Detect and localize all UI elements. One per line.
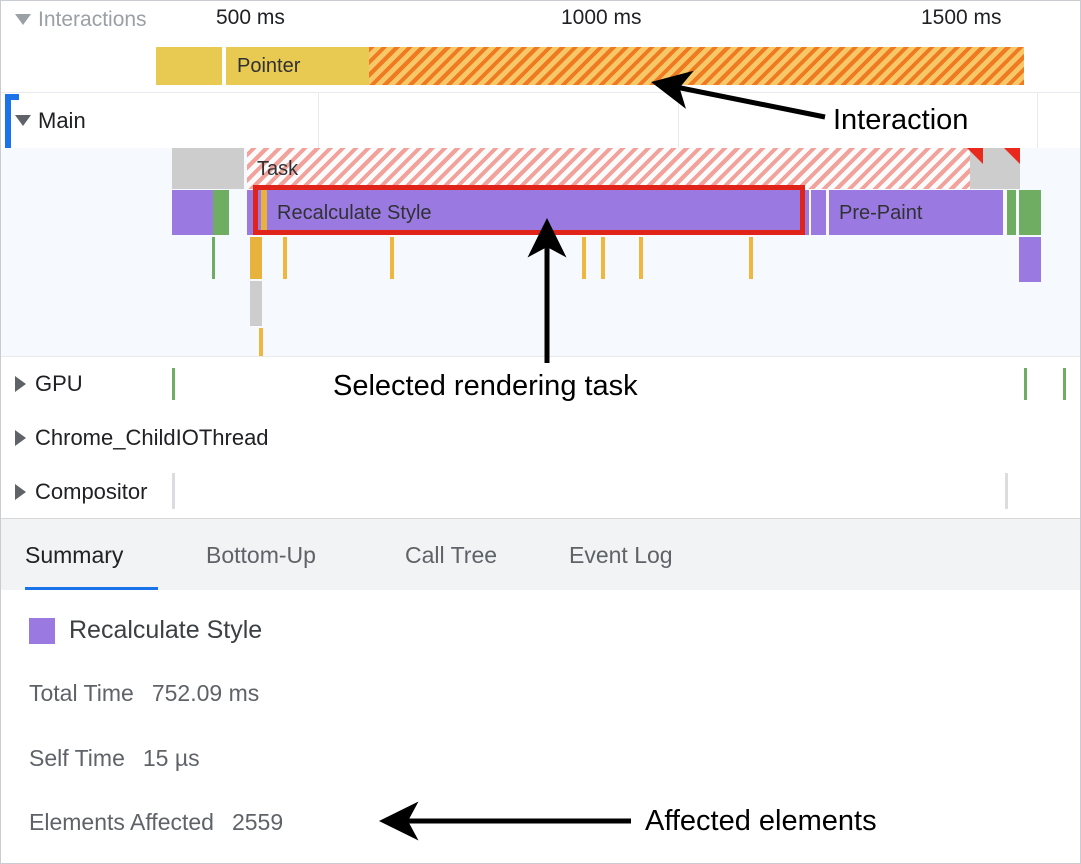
interactions-track[interactable]: Pointer	[1, 38, 1080, 93]
group-header-gpu[interactable]: GPU	[15, 357, 83, 411]
timeline-flamechart[interactable]: 500 ms 1000 ms 1500 ms Interactions Poin…	[1, 1, 1080, 517]
group-header-interactions[interactable]: Interactions	[1, 1, 211, 38]
flame-tick-orange-main[interactable]	[250, 237, 262, 279]
elements-affected-value: 2559	[231, 809, 284, 835]
tab-active-underline	[25, 587, 158, 591]
summary-event-title-row: Recalculate Style	[29, 616, 262, 645]
flame-block-pre-paint[interactable]: Pre-Paint	[829, 190, 1003, 235]
ruler-tick-500ms: 500 ms	[216, 6, 285, 29]
flame-tick-orange-6[interactable]	[749, 237, 753, 279]
compositor-mark-1	[172, 473, 175, 509]
flame-block-purple-3[interactable]	[811, 190, 826, 235]
group-label-gpu: GPU	[35, 371, 83, 396]
flame-block-pre-paint-label: Pre-Paint	[839, 201, 923, 224]
interaction-event-pointer-label: Pointer	[237, 55, 301, 77]
ruler-tick-1000ms: 1000 ms	[561, 6, 642, 29]
annotation-label-affected-elements: Affected elements	[645, 805, 877, 837]
gpu-mark-1	[172, 368, 175, 400]
tab-summary[interactable]: Summary	[25, 519, 158, 591]
flame-block-task[interactable]: Task	[247, 148, 1005, 189]
group-row-chrome-childiothread[interactable]: Chrome_ChildIOThread	[1, 411, 1080, 466]
ruler-tick-1500ms: 1500 ms	[921, 6, 1002, 29]
selected-event-highlight	[253, 185, 805, 235]
summary-details-pane: Recalculate Style Total Time 752.09 ms S…	[1, 590, 1080, 863]
annotation-label-interaction: Interaction	[833, 104, 969, 136]
interaction-event-pointer[interactable]: Pointer	[226, 47, 369, 85]
interaction-event-long[interactable]	[369, 47, 1024, 85]
elements-affected-key: Elements Affected	[29, 809, 214, 835]
flame-tick-orange-1[interactable]	[283, 237, 287, 279]
flame-block-orange-1[interactable]	[261, 190, 268, 235]
flame-block-grey-4[interactable]	[250, 281, 262, 326]
flame-block-purple-4[interactable]	[1019, 237, 1041, 282]
gpu-mark-3	[1063, 368, 1066, 400]
warning-triangle-icon-1	[967, 148, 983, 164]
chevron-right-icon[interactable]	[15, 484, 26, 500]
total-time-key: Total Time	[29, 680, 134, 706]
chevron-right-icon[interactable]	[15, 376, 26, 392]
flame-tick-orange-2[interactable]	[390, 237, 394, 279]
interaction-event-block[interactable]	[156, 47, 222, 85]
chevron-right-icon[interactable]	[15, 430, 26, 446]
group-header-chrome-childiothread[interactable]: Chrome_ChildIOThread	[15, 411, 269, 465]
group-row-compositor[interactable]: Compositor	[1, 465, 1080, 517]
summary-row-total-time: Total Time 752.09 ms	[29, 680, 259, 707]
gpu-mark-2	[1024, 368, 1027, 400]
flame-tick-green[interactable]	[212, 237, 215, 279]
group-label-compositor: Compositor	[35, 479, 148, 504]
flame-block-green-2[interactable]	[1007, 190, 1016, 235]
annotation-label-selected-rendering-task: Selected rendering task	[333, 370, 638, 402]
group-label-main: Main	[38, 107, 86, 133]
flame-tick-orange-5[interactable]	[639, 237, 643, 279]
group-label-interactions: Interactions	[38, 7, 147, 31]
flame-tick-orange-7[interactable]	[259, 328, 263, 356]
tab-call-tree-label: Call Tree	[405, 541, 498, 568]
flame-tick-orange-4[interactable]	[601, 237, 605, 279]
tab-bottom-up[interactable]: Bottom-Up	[206, 519, 316, 591]
tab-summary-label: Summary	[25, 541, 124, 568]
flame-block-purple-1[interactable]	[172, 190, 213, 235]
flame-block-grey-1[interactable]	[172, 148, 244, 189]
group-row-gpu[interactable]: GPU	[1, 357, 1080, 412]
group-header-main[interactable]: Main	[1, 93, 301, 148]
chevron-down-icon[interactable]	[15, 115, 31, 126]
tab-bottom-up-label: Bottom-Up	[206, 541, 316, 568]
flame-block-recalculate-style-label: Recalculate Style	[277, 201, 432, 224]
time-ruler: 500 ms 1000 ms 1500 ms	[1, 1, 1080, 38]
tab-call-tree[interactable]: Call Tree	[405, 519, 497, 591]
chevron-down-icon[interactable]	[15, 14, 31, 25]
self-time-value: 15 µs	[142, 745, 200, 771]
flame-block-task-label: Task	[257, 157, 299, 180]
details-tabbar[interactable]: Summary Bottom-Up Call Tree Event Log	[1, 518, 1080, 591]
group-label-chrome-childiothread: Chrome_ChildIOThread	[35, 425, 269, 450]
flame-block-green-3[interactable]	[1019, 190, 1041, 235]
flame-tick-orange-3[interactable]	[582, 237, 586, 279]
event-color-swatch	[29, 617, 55, 644]
tab-event-log[interactable]: Event Log	[569, 519, 673, 591]
main-track-rows[interactable]: Task Recalculate Style Pre-Paint	[1, 148, 1080, 357]
compositor-mark-2	[1005, 473, 1008, 509]
summary-row-elements-affected: Elements Affected 2559	[29, 809, 283, 836]
summary-row-self-time: Self Time 15 µs	[29, 745, 200, 772]
warning-triangle-icon-2	[1004, 148, 1020, 164]
total-time-value: 752.09 ms	[151, 680, 260, 706]
flame-block-green-1[interactable]	[213, 190, 229, 235]
summary-event-name: Recalculate Style	[69, 616, 263, 644]
group-header-compositor[interactable]: Compositor	[15, 465, 147, 517]
tab-event-log-label: Event Log	[569, 541, 673, 568]
self-time-key: Self Time	[29, 745, 125, 771]
